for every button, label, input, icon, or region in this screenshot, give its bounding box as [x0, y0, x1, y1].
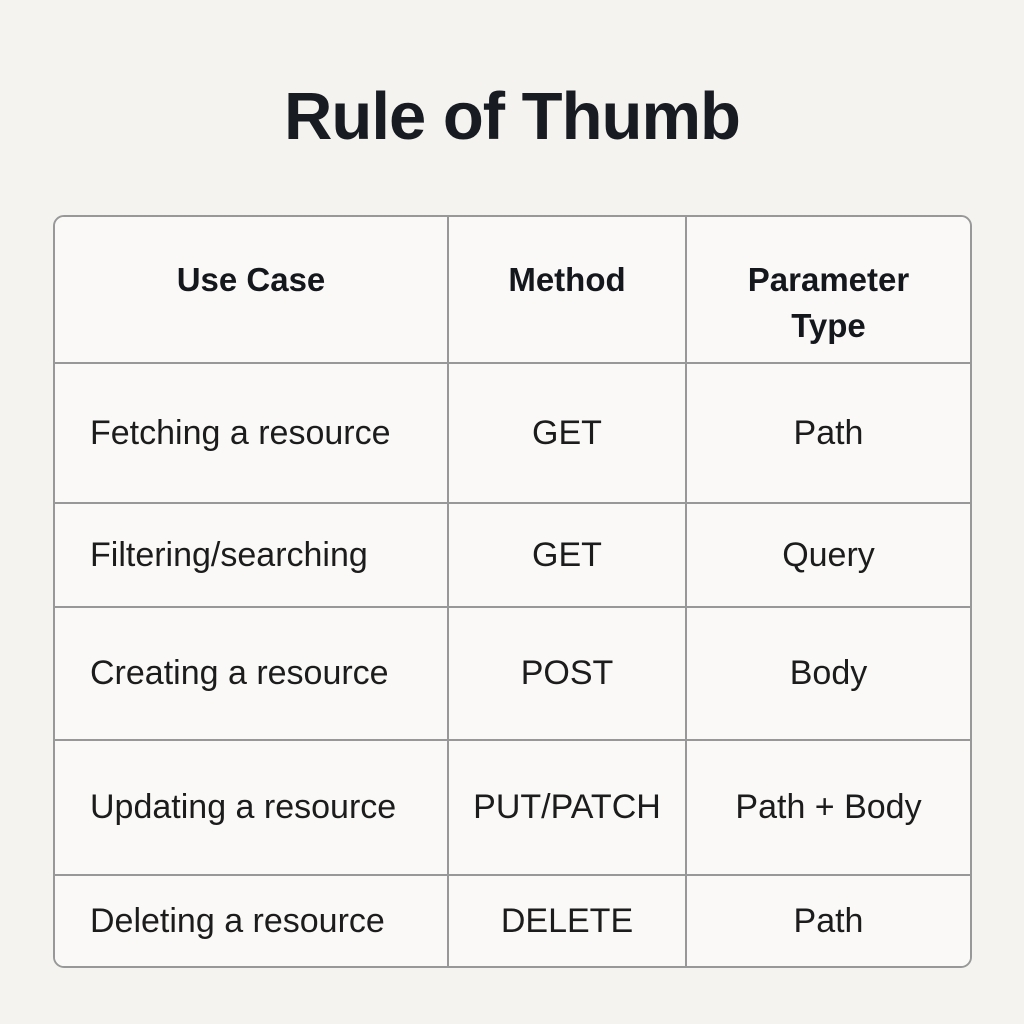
header-parameter-type: Parameter Type: [687, 217, 970, 364]
header-method: Method: [449, 217, 687, 364]
rule-of-thumb-table: Use Case Method Parameter Type Fetching …: [53, 215, 972, 968]
table-row-3-parameter-type: Body: [687, 608, 970, 741]
header-use-case: Use Case: [55, 217, 449, 364]
table-row-4-parameter-type: Path + Body: [687, 741, 970, 876]
page-title: Rule of Thumb: [284, 79, 741, 154]
table-row-1-method: GET: [449, 364, 687, 504]
table-row-2-use-case: Filtering/searching: [55, 504, 449, 608]
table-row-1-parameter-type: Path: [687, 364, 970, 504]
table-row-2-method: GET: [449, 504, 687, 608]
table-row-5-parameter-type: Path: [687, 876, 970, 966]
table-row-4-use-case: Updating a resource: [55, 741, 449, 876]
table-row-2-parameter-type: Query: [687, 504, 970, 608]
table-row-3-method: POST: [449, 608, 687, 741]
table-row-1-use-case: Fetching a resource: [55, 364, 449, 504]
table-row-3-use-case: Creating a resource: [55, 608, 449, 741]
table-row-5-use-case: Deleting a resource: [55, 876, 449, 966]
table-row-4-method: PUT/PATCH: [449, 741, 687, 876]
table-row-5-method: DELETE: [449, 876, 687, 966]
